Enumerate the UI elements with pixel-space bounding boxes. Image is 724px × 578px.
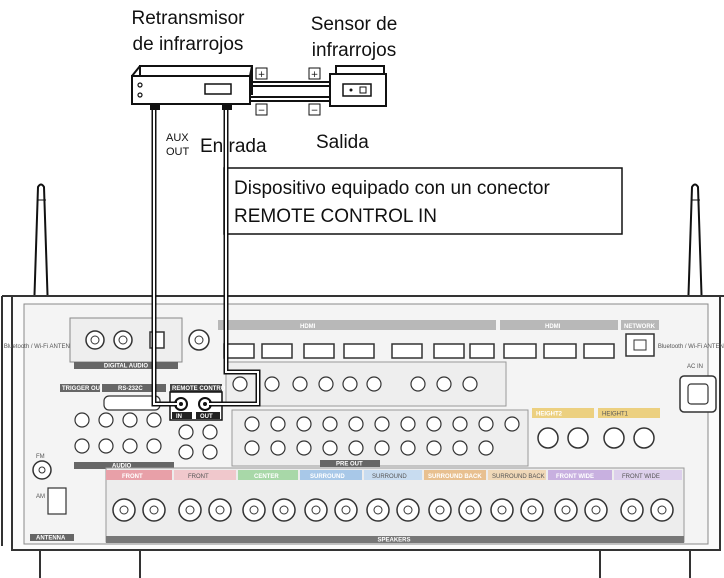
speakers-label: SPEAKERS (377, 538, 410, 544)
video-component-section (225, 361, 507, 407)
ac-in-label: AC IN (687, 364, 703, 370)
spk-front-a: FRONT (122, 474, 143, 480)
bt-antenna-left-label: Bluetooth / Wi-Fi ANTENNA (4, 344, 78, 350)
sensor-label-line1: Sensor de (311, 14, 398, 35)
minus-terminal-left: − (255, 103, 268, 116)
callout-line2: REMOTE CONTROL IN (234, 206, 437, 227)
height-speaker-section: HEIGHT2 HEIGHT1 (532, 408, 660, 449)
fm-am-antenna-section: FM AM ANTENNA (30, 454, 74, 542)
ac-inlet (679, 375, 717, 413)
entrada-label: Entrada (200, 136, 267, 157)
fm-label: FM (36, 454, 45, 460)
remote-control-label: REMOTE CONTROL (172, 386, 229, 392)
aux-label: AUX (166, 132, 189, 144)
speaker-terminals: FRONT FRONT CENTER SURROUND SURROUND SUR… (105, 467, 685, 544)
pre-out-label: PRE OUT (336, 462, 363, 468)
ir-sensor-device (329, 65, 387, 107)
out-label: OUT (166, 146, 190, 158)
hdmi-section: HDMI HDMI (218, 320, 618, 359)
plus-terminal-right: + (308, 67, 321, 80)
pre-out-section: PRE OUT (231, 409, 529, 468)
connection-cable (151, 110, 261, 407)
ir-link-cables (250, 81, 330, 102)
svg-text:−: − (258, 106, 266, 116)
spk-front-wide-a: FRONT WIDE (556, 474, 594, 480)
spk-center: CENTER (254, 474, 279, 480)
sensor-label-line2: infrarrojos (312, 40, 396, 61)
denon-link-jack (188, 329, 210, 351)
minus-terminal-right: − (308, 103, 321, 116)
spk-surround-back-a: SURROUND BACK (428, 474, 482, 480)
digital-audio-section: DIGITAL AUDIO (69, 317, 183, 370)
retransmitter-label-line2: de infrarrojos (133, 34, 244, 55)
spk-surround-back-b: SURROUND BACK (492, 474, 545, 480)
hdmi-out-label: HDMI (545, 324, 561, 330)
retransmitter-label-line1: Retransmisor (132, 8, 246, 29)
network-jack: NETWORK (621, 320, 659, 357)
network-label: NETWORK (624, 324, 656, 330)
salida-label: Salida (316, 132, 369, 153)
audio-label: AUDIO (112, 464, 132, 470)
audio-rca-section: AUDIO (74, 412, 218, 470)
spk-front-b: FRONT (188, 474, 209, 480)
rs232c-label: RS-232C (118, 386, 143, 392)
hdmi-label: HDMI (300, 324, 316, 330)
callout-box: Dispositivo equipado con un conector REM… (223, 167, 623, 235)
spk-front-wide-b: FRONT WIDE (622, 474, 660, 480)
height1-label: HEIGHT1 (602, 412, 629, 418)
antenna-label: ANTENNA (36, 536, 66, 542)
bt-antenna-right-label: Bluetooth / Wi-Fi ANTENNA (658, 344, 724, 350)
remote-in-label: IN (176, 414, 182, 420)
plus-terminal-left: + (255, 67, 268, 80)
svg-text:−: − (311, 106, 319, 116)
svg-text:+: + (258, 70, 266, 80)
digital-audio-label: DIGITAL AUDIO (104, 364, 149, 370)
ir-retransmitter-device (131, 65, 253, 110)
trigger-out-label: TRIGGER OUT (62, 386, 104, 392)
am-label: AM (36, 494, 45, 500)
trigger-rs232-section: TRIGGER OUT RS-232C (60, 384, 166, 411)
height2-label: HEIGHT2 (536, 412, 563, 418)
spk-surround-b: SURROUND (372, 474, 407, 480)
svg-text:+: + (311, 70, 319, 80)
remote-out-label: OUT (200, 414, 213, 420)
callout-line1: Dispositivo equipado con un conector (234, 178, 550, 199)
spk-surround-a: SURROUND (310, 474, 345, 480)
